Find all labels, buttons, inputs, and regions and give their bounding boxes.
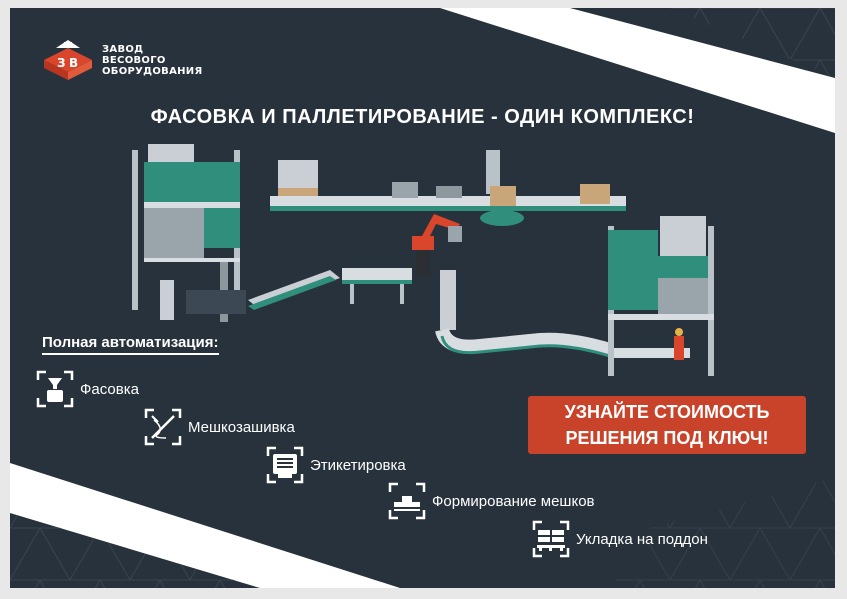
bag-forming-icon: [388, 482, 426, 520]
bottom-white-stripe: [10, 463, 400, 588]
feature-label: Формирование мешков: [432, 492, 595, 510]
sewing-needle-icon: [144, 408, 182, 446]
company-logo: З В ЗАВОД ВЕСОВОГО ОБОРУДОВАНИЯ: [40, 38, 202, 82]
get-price-button[interactable]: УЗНАЙТЕ СТОИМОСТЬ РЕШЕНИЯ ПОД КЛЮЧ!: [528, 396, 806, 454]
feature-labeling: Этикетировка: [266, 446, 406, 484]
logo-line-2: ВЕСОВОГО: [102, 54, 166, 66]
palletizing-robot: [412, 214, 462, 276]
automation-title: Полная автоматизация:: [42, 334, 219, 355]
feature-sewing: Мешкозашивка: [144, 408, 295, 446]
headline: ФАСОВКА И ПАЛЛЕТИРОВАНИЕ - ОДИН КОМПЛЕКС…: [150, 106, 695, 128]
cta-line-2: РЕШЕНИЯ ПОД КЛЮЧ!: [565, 428, 769, 448]
feature-label: Мешкозашивка: [188, 418, 295, 436]
bag-filling-icon: [36, 370, 74, 408]
feature-bag-forming: Формирование мешков: [388, 482, 595, 520]
promo-banner: З В ЗАВОД ВЕСОВОГО ОБОРУДОВАНИЯ ФАСОВКА …: [10, 8, 835, 588]
svg-text:З: З: [57, 56, 66, 70]
feature-label: Укладка на поддон: [576, 530, 708, 548]
pallet-conveyor: [270, 150, 626, 226]
pallet-stacking-icon: [532, 520, 570, 558]
left-filling-machine: [132, 144, 246, 322]
packaging-line-illustration: [132, 144, 714, 376]
cta-line-1: УЗНАЙТЕ СТОИМОСТЬ: [564, 402, 770, 422]
label-printer-icon: [266, 446, 304, 484]
background-decoration: [10, 8, 835, 588]
bag-conveyor: [435, 270, 690, 358]
svg-text:В: В: [69, 56, 78, 70]
feature-label: Этикетировка: [310, 456, 406, 474]
feature-label: Фасовка: [80, 380, 139, 398]
logo-line-1: ЗАВОД: [102, 43, 144, 55]
feature-filling: Фасовка: [36, 370, 139, 408]
logo-text: ЗАВОД ВЕСОВОГО ОБОРУДОВАНИЯ: [102, 44, 202, 77]
feature-palletizing: Укладка на поддон: [532, 520, 708, 558]
right-filling-machine: [608, 216, 714, 376]
top-white-stripe: [440, 8, 835, 133]
logo-emblem-icon: З В: [44, 40, 92, 80]
logo-line-3: ОБОРУДОВАНИЯ: [102, 65, 203, 77]
